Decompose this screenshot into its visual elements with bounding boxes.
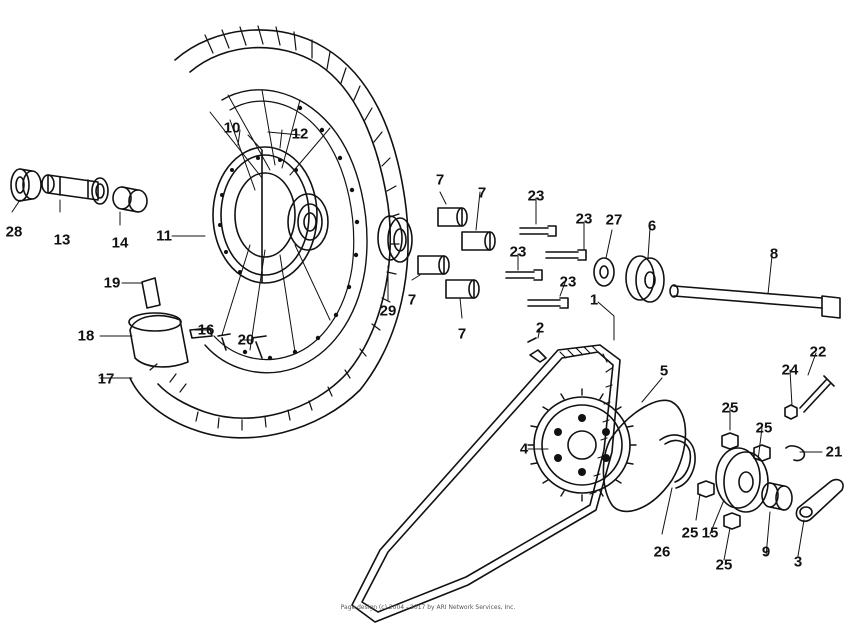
bearing-29 bbox=[377, 215, 413, 263]
callout-4: 4 bbox=[519, 440, 529, 458]
circlip-26 bbox=[659, 434, 696, 489]
bolt-22 bbox=[799, 375, 835, 413]
callout-13: 13 bbox=[53, 231, 71, 249]
chain-adjuster-3 bbox=[795, 478, 844, 523]
callout-27: 27 bbox=[605, 211, 623, 229]
callout-18: 18 bbox=[77, 327, 95, 345]
damper-rubbers-7 bbox=[417, 207, 496, 299]
callout-6: 6 bbox=[647, 217, 657, 235]
spacer-13 bbox=[41, 174, 109, 205]
collar-27 bbox=[593, 257, 615, 287]
callout-22: 22 bbox=[809, 343, 827, 361]
callout-23a: 23 bbox=[527, 187, 545, 205]
callout-25b: 25 bbox=[755, 419, 773, 437]
callout-26: 26 bbox=[653, 543, 671, 561]
callout-3: 3 bbox=[793, 553, 803, 571]
drive-chain bbox=[351, 337, 621, 623]
copyright-notice: Page design (c) 2004 - 2017 by ARI Netwo… bbox=[340, 604, 516, 611]
callout-9: 9 bbox=[761, 543, 771, 561]
callout-15: 15 bbox=[701, 524, 719, 542]
callout-25c: 25 bbox=[681, 524, 699, 542]
flange-6 bbox=[625, 255, 665, 303]
callout-7c: 7 bbox=[407, 291, 417, 309]
sprocket-4 bbox=[527, 388, 637, 502]
callout-14: 14 bbox=[111, 234, 129, 252]
callout-16: 16 bbox=[197, 321, 215, 339]
callout-29: 29 bbox=[379, 302, 397, 320]
wheel-hub bbox=[212, 146, 329, 284]
callout-7b: 7 bbox=[477, 184, 487, 202]
callout-7d: 7 bbox=[457, 325, 467, 343]
callout-23c: 23 bbox=[509, 243, 527, 261]
rim-band-16 bbox=[189, 327, 213, 339]
bolt-20 bbox=[217, 333, 267, 359]
studs-23 bbox=[505, 225, 587, 309]
axle-8 bbox=[669, 284, 841, 319]
valve-19 bbox=[141, 277, 161, 309]
collar-9 bbox=[761, 482, 793, 511]
collar-14 bbox=[112, 186, 148, 213]
pin-21 bbox=[785, 445, 806, 462]
callout-8: 8 bbox=[769, 245, 779, 263]
callout-2: 2 bbox=[535, 319, 545, 337]
callout-7a: 7 bbox=[435, 171, 445, 189]
damper-plate-5 bbox=[602, 399, 687, 513]
callout-20: 20 bbox=[237, 331, 255, 349]
callout-28: 28 bbox=[5, 223, 23, 241]
hub-flange-15 bbox=[715, 447, 769, 513]
callout-24: 24 bbox=[781, 361, 799, 379]
tube-18 bbox=[128, 312, 189, 368]
callout-19: 19 bbox=[103, 274, 121, 292]
callout-17: 17 bbox=[97, 370, 115, 388]
callout-12: 12 bbox=[291, 125, 309, 143]
callout-25a: 25 bbox=[721, 399, 739, 417]
callout-23b: 23 bbox=[575, 210, 593, 228]
leader-lines bbox=[11, 129, 823, 561]
callout-10: 10 bbox=[223, 119, 241, 137]
callout-21: 21 bbox=[825, 443, 843, 461]
callout-5: 5 bbox=[659, 362, 669, 380]
rear-tire bbox=[129, 25, 409, 439]
nut-24 bbox=[784, 404, 798, 420]
callout-11: 11 bbox=[156, 227, 172, 245]
callout-23d: 23 bbox=[559, 273, 577, 291]
callout-25d: 25 bbox=[715, 556, 733, 574]
nuts-25 bbox=[697, 432, 771, 530]
bearing-28 bbox=[10, 168, 42, 202]
callout-1: 1 bbox=[589, 291, 599, 309]
